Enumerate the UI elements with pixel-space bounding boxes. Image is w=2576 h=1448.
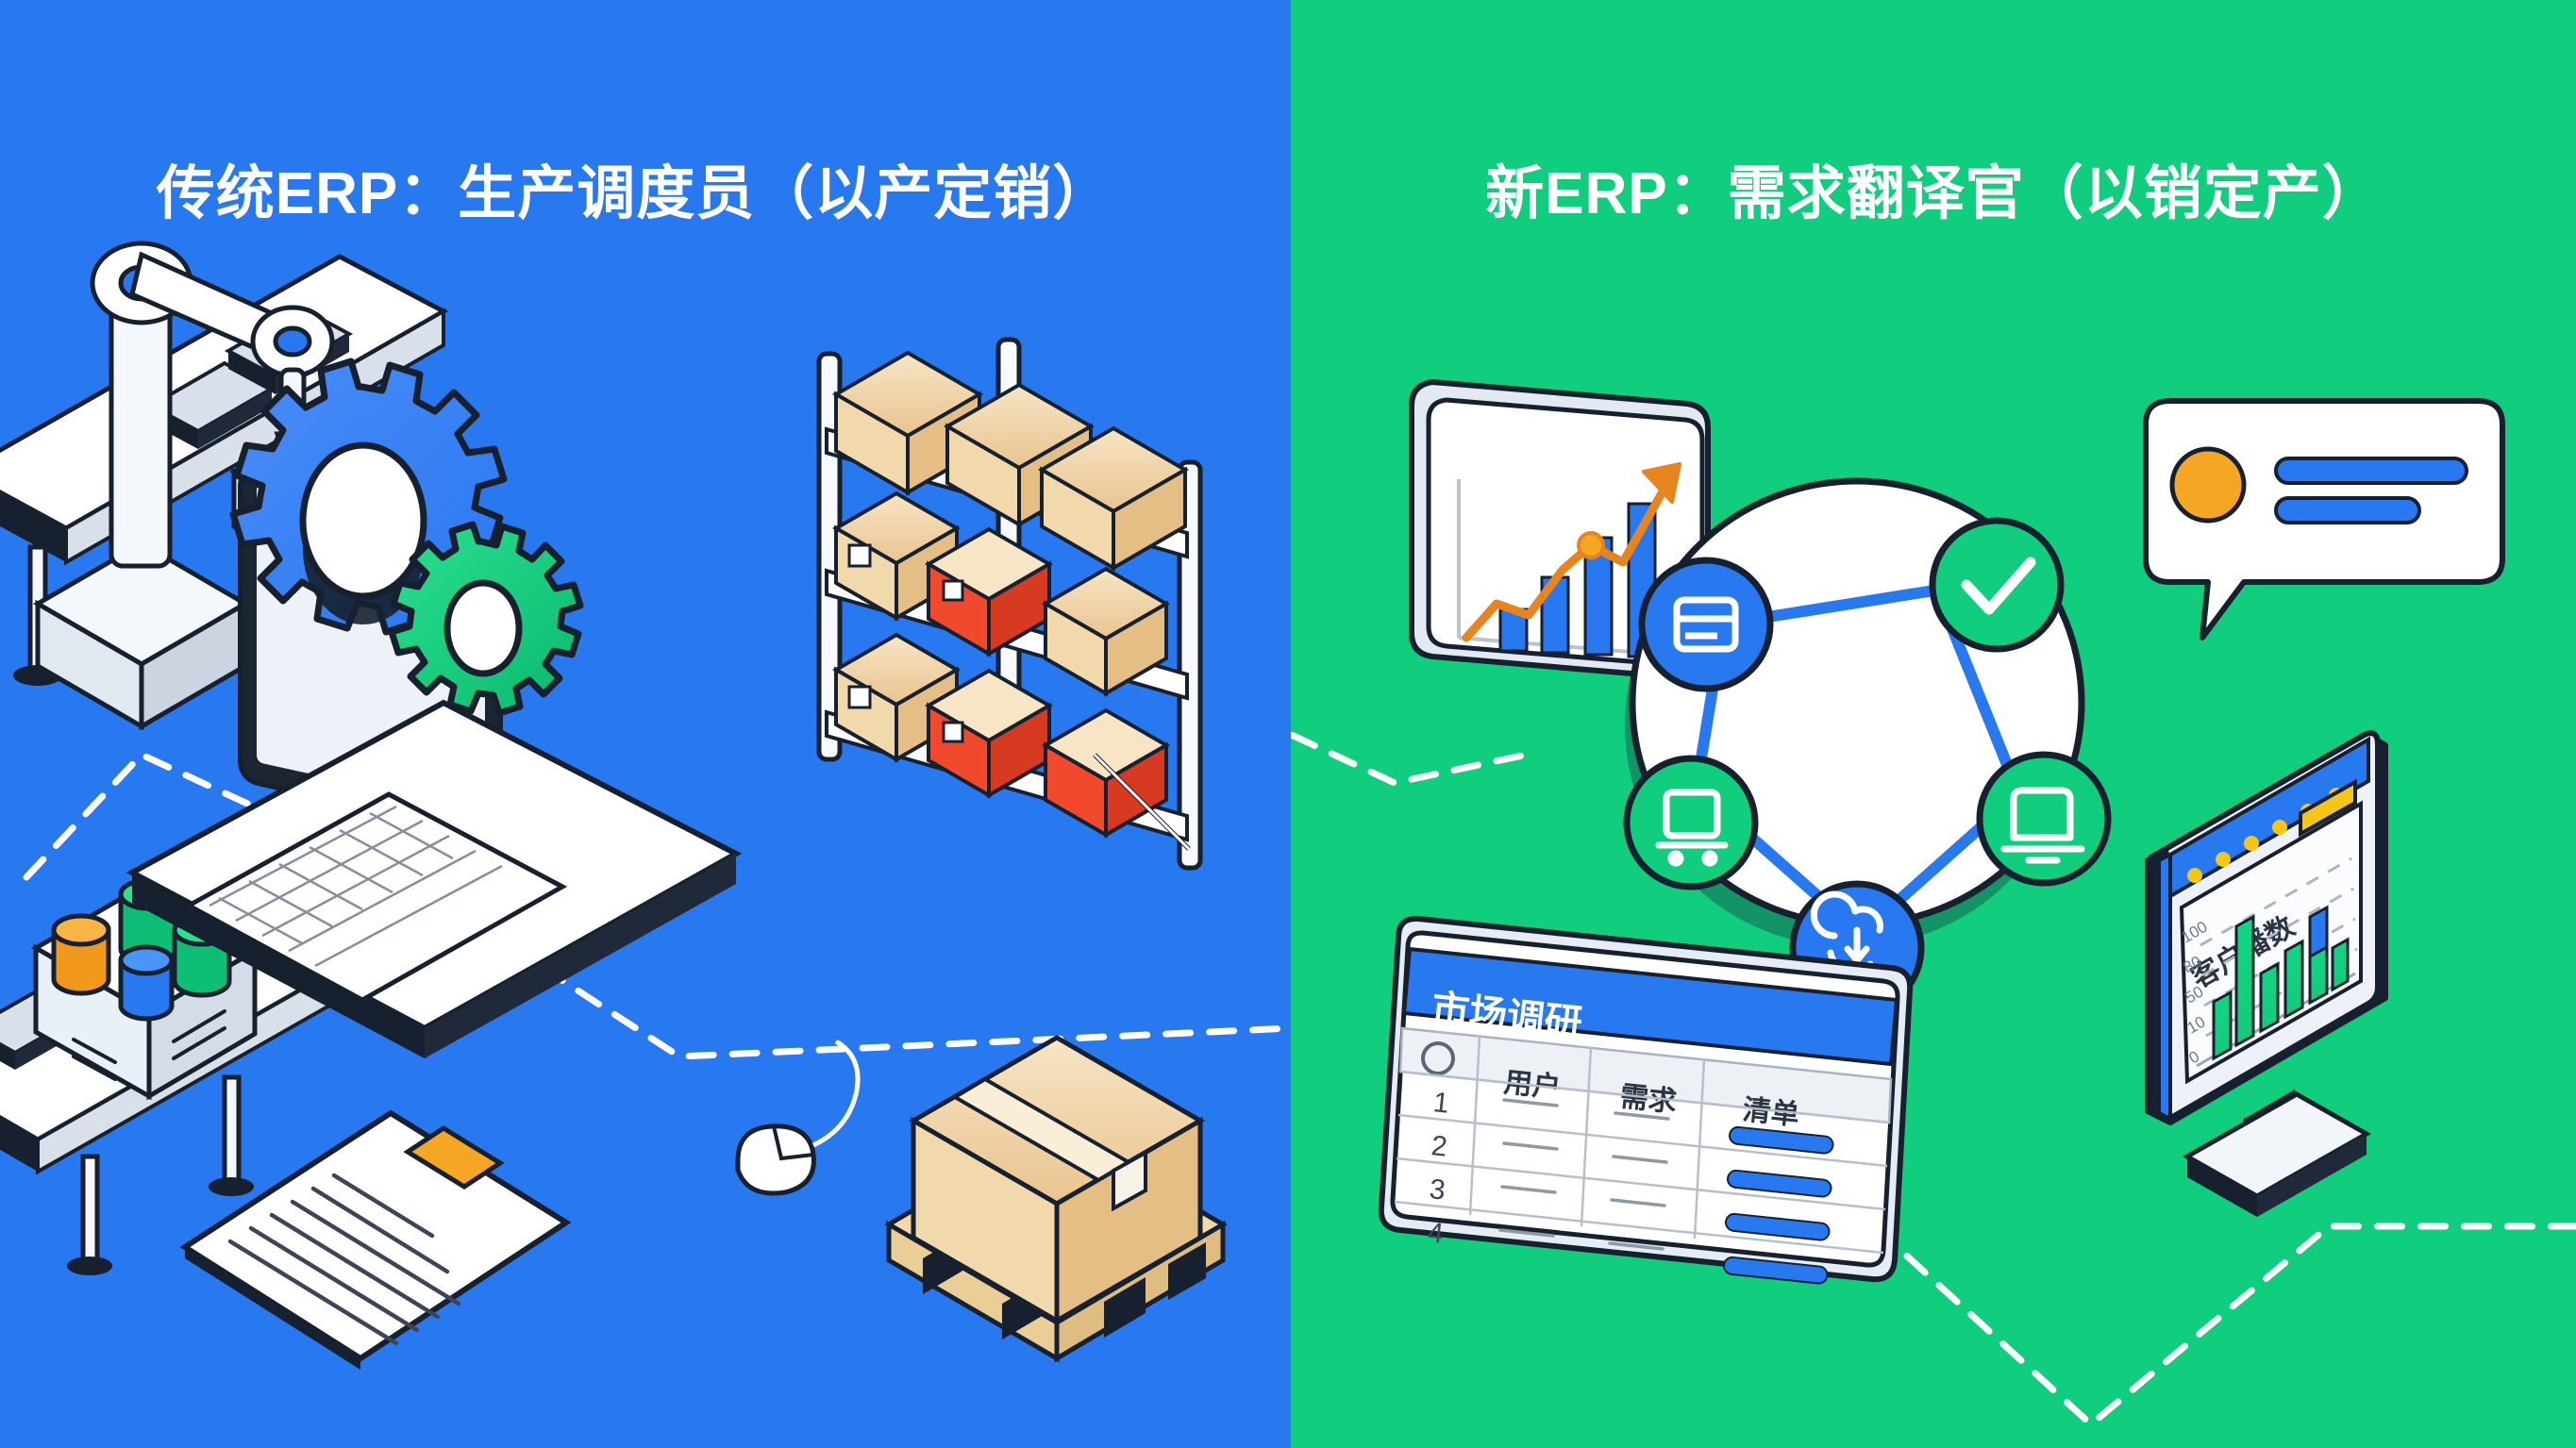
- trend-data-point: [1577, 531, 1605, 559]
- rack-box: [1042, 566, 1170, 697]
- network-node-payment[interactable]: [1638, 557, 1774, 692]
- left-panel-title: 传统ERP：生产调度员（以产定销）: [156, 161, 1112, 226]
- growth-trend-line: [1462, 480, 1671, 642]
- gear-green: [388, 521, 584, 717]
- avatar: [2169, 446, 2247, 524]
- left-panel-illustration: [0, 241, 1291, 1370]
- orange-can: [51, 913, 111, 996]
- robotic-arm: [33, 241, 335, 731]
- customer-analytics-monitor: 客户播数 100 80 50 10 0: [2145, 730, 2388, 1217]
- survey-table-card: 市场调研 用户 需求 清单 1 2: [1378, 915, 1914, 1285]
- select-all-circle-icon: [1421, 1041, 1455, 1075]
- message-line: [2274, 457, 2468, 485]
- rack-box-red: [1042, 707, 1170, 839]
- rack-box-red: [925, 668, 1053, 799]
- left-panel-traditional-erp: 传统ERP：生产调度员（以产定销）: [0, 0, 1291, 1448]
- rack-box: [1038, 425, 1189, 572]
- demand-network-circle: [1623, 477, 2112, 1016]
- survey-row-number: 1: [1431, 1087, 1450, 1120]
- rack-box-red: [925, 526, 1053, 657]
- card-icon: [1673, 596, 1739, 653]
- pallet-box: [884, 1035, 1228, 1363]
- survey-row-number: 3: [1428, 1173, 1447, 1207]
- blue-can: [118, 944, 175, 1022]
- right-panel-illustration: 市场调研 用户 需求 清单 1 2: [1291, 378, 2576, 1429]
- survey-row-number: 2: [1430, 1130, 1448, 1163]
- network-node-cart[interactable]: [1623, 755, 1759, 890]
- network-node-approved[interactable]: [1929, 517, 2065, 653]
- keyboard: [183, 791, 568, 1003]
- shopping-cart-icon: [1655, 789, 1729, 867]
- mouse: [735, 1039, 861, 1196]
- legend-swatch: [2299, 778, 2357, 838]
- device-icon: [2000, 787, 2085, 864]
- trend-arrowhead: [1642, 462, 1681, 504]
- monitor-bars: [2212, 905, 2350, 1061]
- survey-row-number: 4: [1426, 1217, 1445, 1250]
- warehouse-rack: [816, 337, 1203, 871]
- customer-message-bubble: [2143, 398, 2505, 641]
- survey-list-bar: [1723, 1125, 1834, 1285]
- right-panel-new-erp: 新ERP：需求翻译官（以销定产）: [1291, 0, 2576, 1448]
- right-panel-title: 新ERP：需求翻译官（以销定产）: [1485, 161, 2382, 226]
- order-document: [179, 1109, 572, 1370]
- network-node-device[interactable]: [1976, 751, 2112, 887]
- message-line: [2274, 496, 2421, 524]
- check-icon: [1961, 557, 2036, 615]
